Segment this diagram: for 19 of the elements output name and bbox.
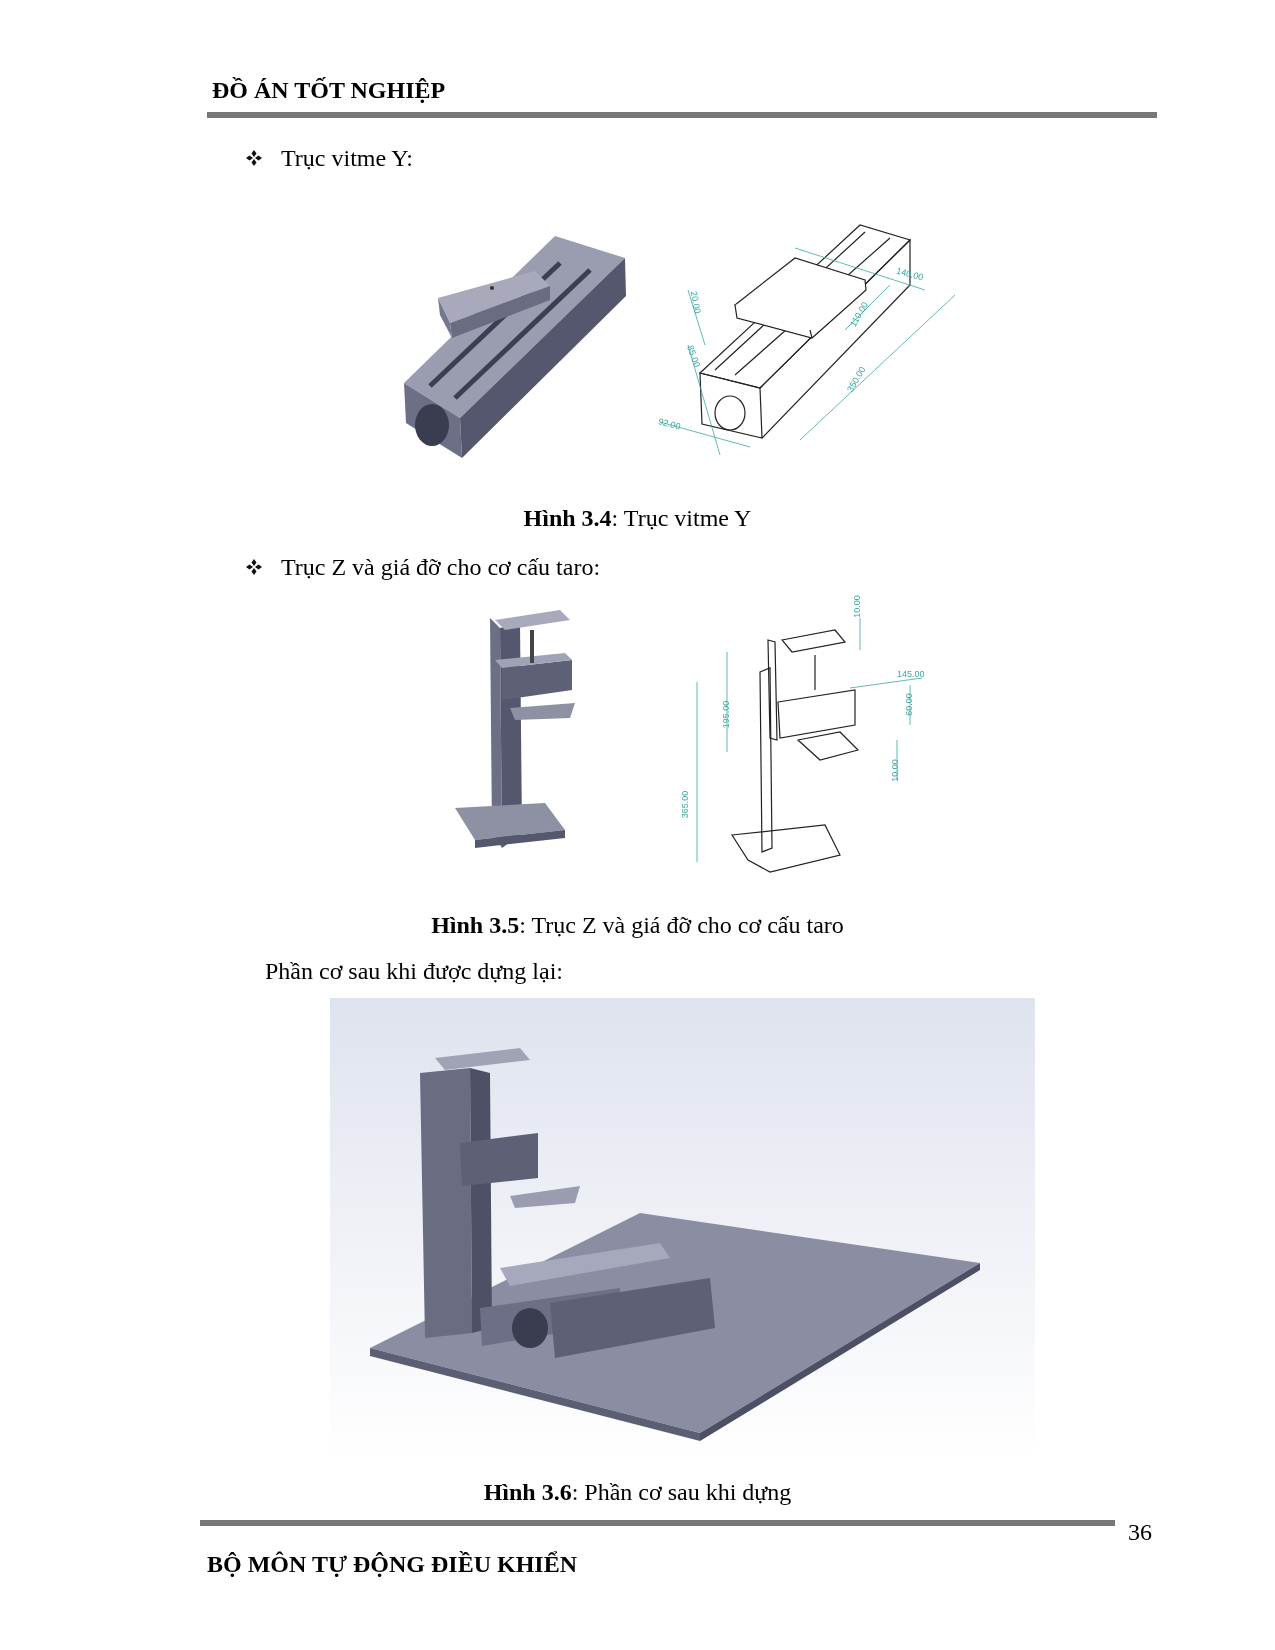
section-heading: Trục Z và giá đỡ cho cơ cấu taro: <box>281 553 601 582</box>
dimension-value: 85.00 <box>685 344 702 369</box>
dimension-value: 195.00 <box>722 700 732 729</box>
figure-caption: Hình 3.4: Trục vitme Y <box>522 504 753 533</box>
footer-title: BỘ MÔN TỰ ĐỘNG ĐIỀU KHIỂN <box>207 1550 578 1579</box>
paragraph: Phần cơ sau khi được dựng lại: <box>265 957 564 986</box>
dimension-value: 10.00 <box>890 759 900 782</box>
figure-caption: Hình 3.5: Trục Z và giá đỡ cho cơ cấu taro <box>430 911 845 940</box>
dimension-value: 92.00 <box>657 417 682 432</box>
dimension-value: 20.00 <box>688 290 702 315</box>
dimension-value: 60.00 <box>904 693 914 716</box>
dimension-value: 365.00 <box>681 790 691 819</box>
dimension-value: 10.00 <box>852 595 862 618</box>
header-title: ĐỒ ÁN TỐT NGHIỆP <box>212 76 446 105</box>
section-heading: Trục vitme Y: <box>281 144 414 173</box>
figure-caption: Hình 3.6: Phần cơ sau khi dựng <box>482 1478 793 1507</box>
page-number: 36 <box>1128 1518 1152 1547</box>
dimension-value: 145.00 <box>897 670 925 679</box>
dimension-value: 140.00 <box>895 266 925 283</box>
